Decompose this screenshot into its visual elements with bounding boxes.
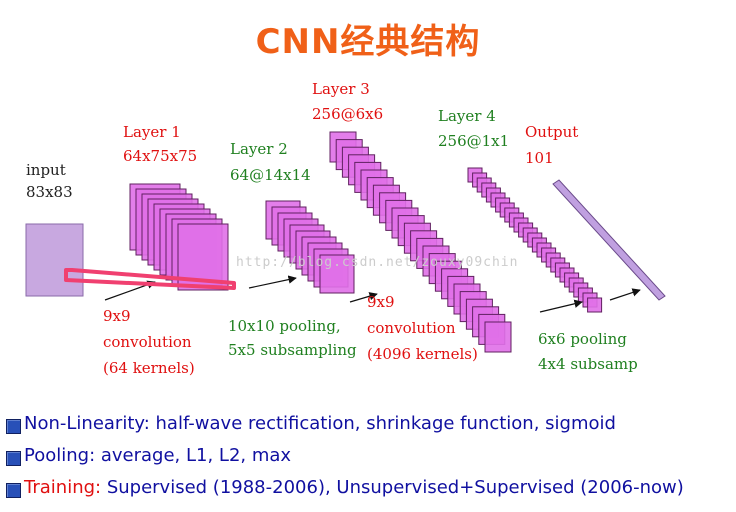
layer2-stack-map	[319, 254, 355, 294]
layer1-stack	[129, 183, 229, 291]
flow-arrow	[539, 299, 583, 313]
layer2-label: Layer 2	[230, 140, 288, 158]
layer3-stack-map	[484, 321, 512, 353]
output-vector	[552, 179, 666, 301]
layer3-size: 256@6x6	[312, 105, 384, 123]
layer2-stack	[265, 200, 355, 294]
cnn-architecture-diagram	[25, 131, 666, 353]
input-label: input	[26, 161, 66, 179]
bullet-list: Non-Linearity: half-wave rectification, …	[6, 412, 736, 508]
output-bar	[552, 179, 666, 301]
conv2-kernels: (4096 kernels)	[367, 345, 478, 363]
output-label: Output	[525, 123, 579, 141]
bullet-text: Pooling: average, L1, L2, max	[24, 445, 292, 466]
page-title: CNN经典结构	[255, 22, 481, 62]
conv1-op: convolution	[103, 333, 192, 351]
bullet-highlight: Training:	[24, 477, 102, 498]
pool1-subsampling: 5x5 subsampling	[228, 341, 357, 359]
layer2-size: 64@14x14	[230, 166, 311, 184]
flow-arrow	[609, 288, 641, 301]
layer1-label: Layer 1	[123, 123, 181, 141]
bullet-square-icon	[6, 419, 21, 434]
conv1-kernel-size: 9x9	[103, 307, 131, 325]
layer3-stack	[329, 131, 512, 353]
conv2-kernel-size: 9x9	[367, 293, 395, 311]
layer4-size: 256@1x1	[438, 132, 510, 150]
layer3-label: Layer 3	[312, 80, 370, 98]
bullet-nonlinearity: Non-Linearity: half-wave rectification, …	[6, 412, 736, 444]
conv1-kernels: (64 kernels)	[103, 359, 195, 377]
input-size: 83x83	[26, 183, 73, 201]
conv2-op: convolution	[367, 319, 456, 337]
bullet-training: Training: Supervised (1988-2006), Unsupe…	[6, 476, 736, 508]
pool2-subsampling: 4x4 subsamp	[538, 355, 638, 373]
layer4-stack-map	[587, 297, 603, 313]
layer1-size: 64x75x75	[123, 147, 198, 165]
bullet-text: Supervised (1988-2006), Unsupervised+Sup…	[101, 477, 684, 498]
bullet-pooling: Pooling: average, L1, L2, max	[6, 444, 736, 476]
output-size: 101	[525, 149, 554, 167]
pool1-size: 10x10 pooling,	[228, 317, 341, 335]
layer4-stack	[467, 167, 603, 313]
input-image	[25, 223, 84, 297]
bullet-square-icon	[6, 483, 21, 498]
layer4-label: Layer 4	[438, 107, 496, 125]
bullet-square-icon	[6, 451, 21, 466]
bullet-text: Non-Linearity: half-wave rectification, …	[24, 413, 616, 434]
flow-arrow	[349, 292, 378, 303]
flow-arrow	[248, 275, 297, 289]
watermark: http://blog.csdn.net/zouxy09chin	[236, 255, 519, 270]
pool2-size: 6x6 pooling	[538, 330, 627, 348]
annotation-stroke	[64, 268, 236, 290]
